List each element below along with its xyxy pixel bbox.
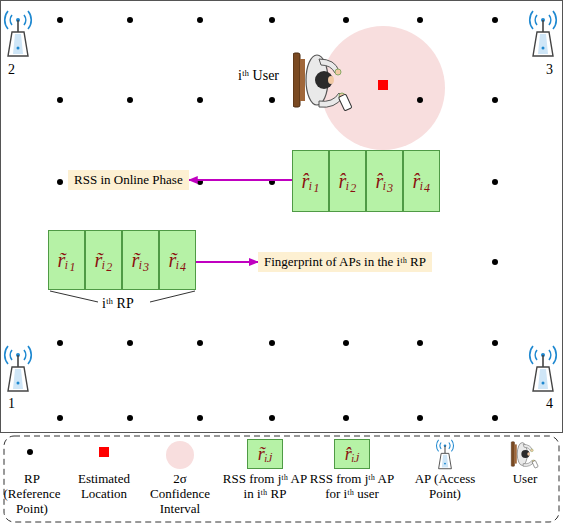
reference-point-dot: [197, 340, 203, 346]
reference-point-dot: [417, 17, 423, 23]
reference-point-dot: [57, 179, 63, 185]
arrow-connector: [196, 261, 258, 263]
reference-point-dot: [492, 17, 498, 23]
reference-point-dot: [492, 97, 498, 103]
fingerprint-cell: r̃ᵢ₂: [85, 230, 122, 290]
legend-swatch: [99, 447, 109, 457]
rp-label: iᵗʰ RP: [102, 296, 134, 312]
node-text: r̂ᵢ₃: [376, 170, 394, 193]
reference-point-dot: [197, 97, 203, 103]
reference-point-dot: [57, 97, 63, 103]
node-text: RSS in Online Phase: [74, 172, 183, 187]
node-text: r̂ᵢ₄: [413, 170, 431, 193]
reference-point-dot: [492, 340, 498, 346]
rss-cell: r̂ᵢ₂: [329, 150, 366, 212]
reference-point-dot: [269, 97, 275, 103]
legend-text: RSS from jᵗʰ AP for iᵗʰ user: [306, 471, 398, 501]
legend-swatch: [166, 441, 194, 469]
reference-point-dot: [57, 340, 63, 346]
reference-point-dot: [343, 340, 349, 346]
node-text: r̃ᵢ₄: [169, 249, 187, 272]
reference-point-dot: [492, 415, 498, 421]
rss-cell: r̂ᵢ₁: [292, 150, 329, 212]
rss-cell: r̂ᵢ₃: [366, 150, 403, 212]
label-box: Fingerprint of APs in the iᵗʰ RP: [258, 252, 432, 272]
node-text: r̂ᵢ₁: [302, 170, 320, 193]
legend-symbol-text: r̂ᵢⱼ: [345, 443, 360, 465]
legend-text: RP (Reference Point): [0, 471, 64, 516]
arrow-connector: [189, 179, 292, 181]
reference-point-dot: [197, 415, 203, 421]
reference-point-dot: [417, 415, 423, 421]
legend-swatch: r̃ᵢⱼ: [247, 439, 283, 469]
reference-point-dot: [269, 340, 275, 346]
ap-number: 4: [546, 396, 553, 412]
reference-point-dot: [492, 259, 498, 265]
ap-number: 1: [8, 396, 15, 412]
fingerprint-cell: r̃ᵢ₃: [122, 230, 159, 290]
reference-point-dot: [269, 415, 275, 421]
legend-text: User: [500, 471, 550, 486]
ap-number: 2: [8, 62, 15, 78]
reference-point-dot: [417, 340, 423, 346]
reference-point-dot: [343, 17, 349, 23]
fingerprint-cell: r̃ᵢ₄: [159, 230, 196, 290]
fingerprint-cell: r̃ᵢ₁: [48, 230, 85, 290]
legend-text: 2σ Confidence Interval: [142, 471, 218, 516]
legend-text: RSS from jᵗʰ AP in iᵗʰ RP: [219, 471, 311, 501]
reference-point-dot: [343, 415, 349, 421]
reference-point-dot: [127, 97, 133, 103]
legend-symbol-text: r̃ᵢⱼ: [258, 443, 273, 465]
node-text: Fingerprint of APs in the iᵗʰ RP: [264, 254, 426, 269]
reference-point-dot: [127, 17, 133, 23]
legend-text: AP (Access Point): [410, 471, 480, 501]
legend-text: Estimated Location: [71, 471, 137, 501]
reference-point-dot: [492, 179, 498, 185]
user-label: iᵗʰ User: [238, 68, 279, 84]
node-text: r̃ᵢ₃: [132, 249, 150, 272]
reference-point-dot: [197, 17, 203, 23]
label-box: RSS in Online Phase: [68, 170, 189, 190]
reference-point-dot: [57, 17, 63, 23]
legend-swatch: r̂ᵢⱼ: [334, 439, 370, 469]
reference-point-dot: [127, 415, 133, 421]
reference-point-dot: [57, 415, 63, 421]
reference-point-dot: [127, 340, 133, 346]
rss-cell: r̂ᵢ₄: [403, 150, 440, 212]
reference-point-dot: [269, 17, 275, 23]
reference-point-dot: [417, 97, 423, 103]
ap-number: 3: [546, 62, 553, 78]
node-text: r̃ᵢ₁: [58, 249, 76, 272]
node-text: r̃ᵢ₂: [95, 249, 113, 272]
node-text: r̂ᵢ₂: [339, 170, 357, 193]
